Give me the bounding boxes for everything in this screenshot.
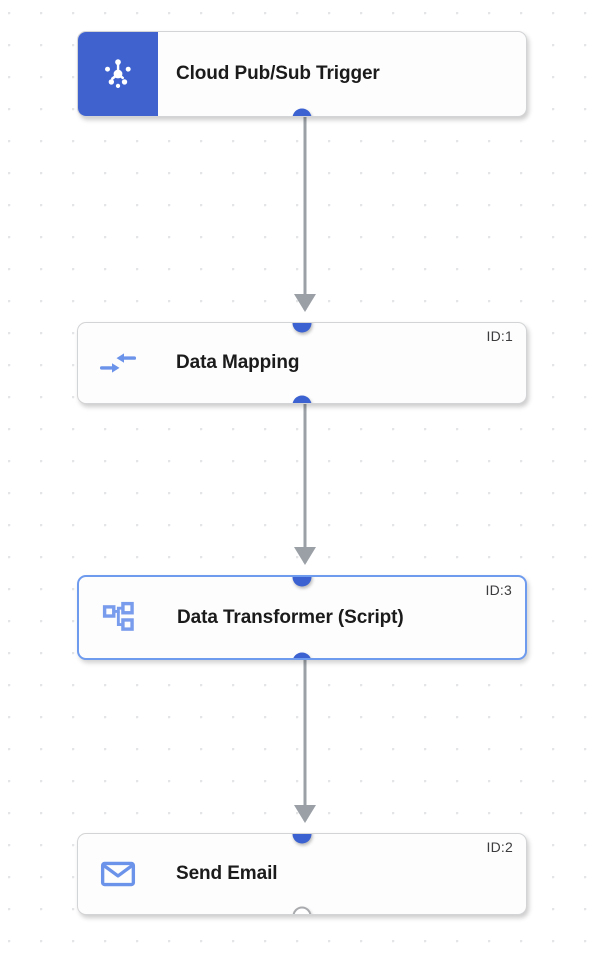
node-icon-container (78, 859, 158, 889)
node-id-label: ID:2 (486, 839, 513, 855)
node-title: Data Transformer (Script) (177, 606, 404, 628)
node-title: Data Mapping (176, 352, 300, 373)
envelope-icon (100, 861, 136, 887)
node-id-label: ID:3 (485, 582, 512, 598)
node-send-email[interactable]: Send Email ID:2 (77, 833, 527, 915)
output-port[interactable] (292, 108, 312, 116)
node-icon-container (78, 349, 158, 377)
node-id-label: ID:1 (486, 328, 513, 344)
edge-trigger-to-data-mapping[interactable] (294, 117, 316, 312)
edge-data-mapping-to-transformer[interactable] (294, 404, 316, 565)
output-port[interactable] (292, 395, 312, 403)
data-transformer-tree-icon (102, 601, 134, 631)
data-mapping-arrows-icon (100, 353, 136, 373)
node-icon-container (78, 32, 158, 116)
node-icon-container (79, 601, 159, 635)
output-port[interactable] (292, 652, 312, 658)
node-data-transformer-script[interactable]: Data Transformer (Script) ID:3 (77, 575, 527, 660)
output-port[interactable] (292, 906, 312, 914)
node-title: Send Email (176, 863, 278, 884)
node-title: Cloud Pub/Sub Trigger (176, 63, 380, 84)
input-port[interactable] (292, 834, 312, 844)
input-port[interactable] (292, 323, 312, 333)
input-port[interactable] (292, 577, 312, 587)
node-cloud-pubsub-trigger[interactable]: Cloud Pub/Sub Trigger (77, 31, 527, 117)
edge-transformer-to-send-email[interactable] (294, 660, 316, 823)
node-data-mapping[interactable]: Data Mapping ID:1 (77, 322, 527, 404)
pubsub-hub-icon (105, 59, 131, 89)
